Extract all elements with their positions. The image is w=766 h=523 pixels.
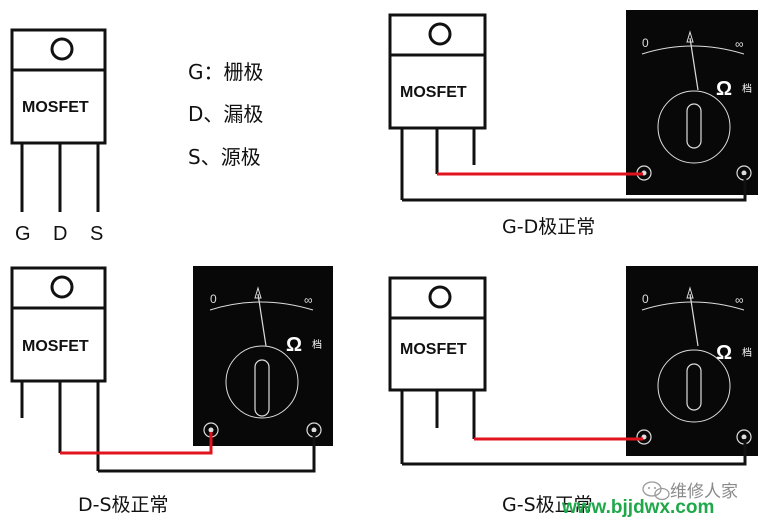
meter-infinity: ∞ xyxy=(735,37,744,51)
meter-zero: 0 xyxy=(210,292,217,306)
legend-drain: D、漏极 xyxy=(188,102,264,126)
legend-gate: G：栅极 xyxy=(188,60,264,84)
caption-gd: G-D极正常 xyxy=(502,216,596,238)
test-gd: 0 ∞ Ω 档 MOSFET xyxy=(388,10,758,202)
watermark-url: www.bjjdwx.com xyxy=(562,497,715,518)
pin-s-label: S xyxy=(90,223,103,245)
mosfet-label: MOSFET xyxy=(400,84,467,101)
mosfet-label: MOSFET xyxy=(22,99,89,116)
meter-infinity: ∞ xyxy=(735,293,744,307)
meter-infinity: ∞ xyxy=(304,293,313,307)
meter-zero: 0 xyxy=(642,292,649,306)
caption-ds: D-S极正常 xyxy=(78,494,169,516)
mosfet-label: MOSFET xyxy=(22,338,89,355)
legend-source: S、源极 xyxy=(188,145,261,169)
ohm-symbol: Ω xyxy=(716,342,732,364)
range-label: 档 xyxy=(742,346,752,359)
pin-g-label: G xyxy=(15,223,31,245)
mosfet-label: MOSFET xyxy=(400,341,467,358)
test-gs: 0 ∞ Ω 档 MOSFET xyxy=(388,266,758,466)
range-label: 档 xyxy=(742,82,752,95)
ohm-symbol: Ω xyxy=(286,334,302,356)
wechat-icon xyxy=(642,481,670,501)
watermark-name: 维修人家 xyxy=(670,482,738,502)
range-label: 档 xyxy=(312,338,322,351)
test-ds: 0 ∞ Ω 档 MOSFET xyxy=(10,266,333,473)
caption-gs: G-S极正常 xyxy=(502,494,593,516)
mosfet-reference: MOSFET G D S xyxy=(10,28,107,245)
ohm-symbol: Ω xyxy=(716,78,732,100)
pin-d-label: D xyxy=(53,223,67,245)
meter-zero: 0 xyxy=(642,36,649,50)
